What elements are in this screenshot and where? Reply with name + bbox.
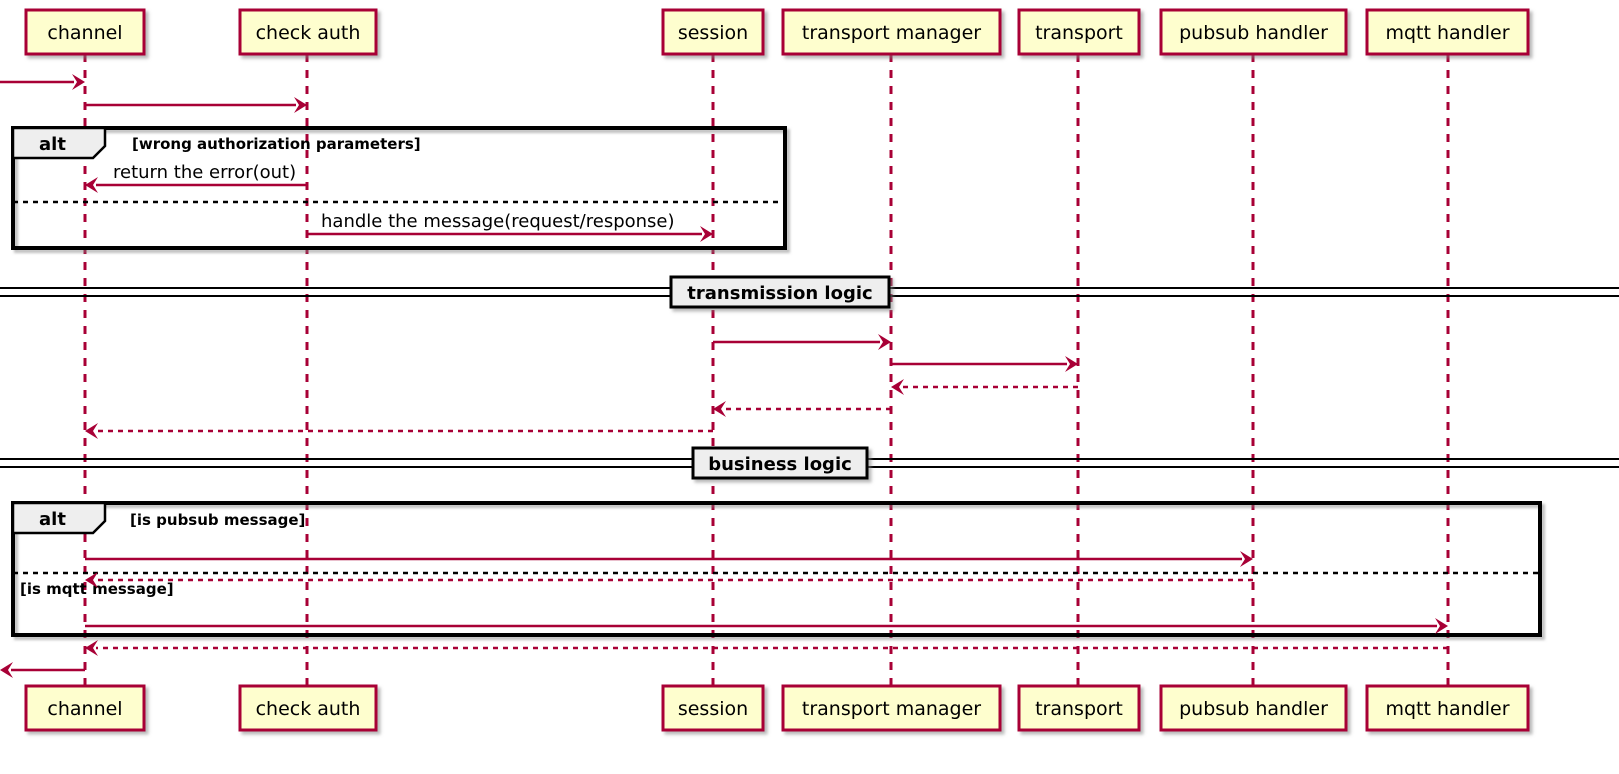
- fragment-condition-label: [is pubsub message]: [130, 511, 305, 529]
- participant-box: [238, 8, 378, 56]
- divider-box: [669, 275, 891, 309]
- message-arrowhead: [1240, 551, 1253, 567]
- fragment-condition-label: [wrong authorization parameters]: [132, 135, 421, 153]
- participant-box: [24, 684, 146, 732]
- participant-label: check auth: [256, 22, 361, 44]
- message-m2-channel-to-check_auth[interactable]: [85, 97, 307, 113]
- participant-label: session: [678, 22, 748, 44]
- participant-label: pubsub handler: [1179, 698, 1328, 720]
- fragment-keyword: alt: [39, 134, 66, 155]
- message-arrowhead: [85, 572, 98, 588]
- participant-footer-session[interactable]: session: [661, 684, 765, 732]
- participant-label: transport: [1035, 22, 1123, 44]
- divider-transmission-logic: transmission logic: [0, 275, 1619, 309]
- participant-header-channel[interactable]: channel: [24, 8, 146, 56]
- participant-label: mqtt handler: [1385, 698, 1509, 720]
- message-m5-session-to-transport_manager[interactable]: [713, 334, 891, 350]
- participant-header-pubsub_handler[interactable]: pubsub handler: [1159, 8, 1348, 56]
- dividers-layer: transmission logic business logic: [0, 275, 1619, 480]
- participant-footer-transport[interactable]: transport: [1017, 684, 1141, 732]
- fragment-border: [11, 501, 1542, 637]
- participant-footer-mqtt_handler[interactable]: mqtt handler: [1365, 684, 1530, 732]
- participant-footer-check_auth[interactable]: check auth: [238, 684, 378, 732]
- fragment-alt2: alt [is pubsub message] [is mqtt message]: [11, 501, 1542, 637]
- divider-label: transmission logic: [687, 283, 872, 304]
- participant-header-check_auth[interactable]: check auth: [238, 8, 378, 56]
- participant-header-transport[interactable]: transport: [1017, 8, 1141, 56]
- participant-box: [238, 684, 378, 732]
- participant-label: channel: [47, 22, 122, 44]
- participant-box: [1017, 684, 1141, 732]
- message-m14-channel-to-outside-left[interactable]: [0, 662, 85, 678]
- message-arrowhead: [0, 662, 13, 678]
- fragment-condition-label: [is mqtt message]: [20, 580, 174, 598]
- participants-layer: channel channel check auth check auth sessio…: [24, 8, 1530, 732]
- divider-label: business logic: [708, 454, 852, 475]
- participant-header-transport_manager[interactable]: transport manager: [781, 8, 1002, 56]
- message-arrowhead: [72, 74, 85, 90]
- message-label: return the error(out): [113, 162, 296, 183]
- message-label: handle the message(request/response): [321, 211, 675, 232]
- message-m9-session-to-channel[interactable]: [85, 423, 713, 439]
- message-m12-channel-to-mqtt_handler[interactable]: [85, 618, 1448, 634]
- participant-box: [1159, 8, 1348, 56]
- message-arrowhead: [1065, 356, 1078, 372]
- fragment-tab: [11, 126, 107, 160]
- message-arrowhead: [878, 334, 891, 350]
- participant-label: transport manager: [802, 22, 981, 44]
- participant-label: transport manager: [802, 698, 981, 720]
- participant-header-mqtt_handler[interactable]: mqtt handler: [1365, 8, 1530, 56]
- messages-layer: return the error(out) handle the message(…: [0, 74, 1448, 678]
- participant-box: [781, 684, 1002, 732]
- fragments-layer: alt [wrong authorization parameters] alt [i…: [11, 126, 1542, 637]
- message-m7-transport-to-transport_manager[interactable]: [891, 379, 1078, 395]
- participant-footer-transport_manager[interactable]: transport manager: [781, 684, 1002, 732]
- participant-box: [24, 8, 146, 56]
- fragment-keyword: alt: [39, 509, 66, 530]
- participant-box: [1159, 684, 1348, 732]
- message-arrowhead: [891, 379, 904, 395]
- participant-label: check auth: [256, 698, 361, 720]
- message-m11-pubsub_handler-to-channel[interactable]: [85, 572, 1253, 588]
- message-arrowhead: [85, 423, 98, 439]
- participant-box: [781, 8, 1002, 56]
- message-m10-channel-to-pubsub_handler[interactable]: [85, 551, 1253, 567]
- participant-label: channel: [47, 698, 122, 720]
- message-arrowhead: [85, 177, 98, 193]
- message-arrowhead: [294, 97, 307, 113]
- participant-box: [661, 684, 765, 732]
- fragment-tab: [11, 501, 107, 535]
- participant-box: [1365, 684, 1530, 732]
- message-m6-transport_manager-to-transport[interactable]: [891, 356, 1078, 372]
- participant-box: [1365, 8, 1530, 56]
- participant-header-session[interactable]: session: [661, 8, 765, 56]
- divider-business-logic: business logic: [0, 446, 1619, 480]
- message-arrowhead: [1435, 618, 1448, 634]
- participant-label: session: [678, 698, 748, 720]
- message-m13-mqtt_handler-to-channel[interactable]: [85, 640, 1448, 656]
- message-arrowhead: [713, 401, 726, 417]
- participant-label: transport: [1035, 698, 1123, 720]
- participant-footer-channel[interactable]: channel: [24, 684, 146, 732]
- participant-box: [661, 8, 765, 56]
- participant-label: pubsub handler: [1179, 22, 1328, 44]
- fragment-alt1: alt [wrong authorization parameters]: [11, 126, 787, 250]
- message-arrowhead: [700, 226, 713, 242]
- message-m3-check_auth-to-channel[interactable]: return the error(out): [85, 162, 307, 193]
- message-arrowhead: [85, 640, 98, 656]
- participant-box: [1017, 8, 1141, 56]
- participant-label: mqtt handler: [1385, 22, 1509, 44]
- fragment-border: [11, 126, 787, 250]
- message-m8-transport_manager-to-session[interactable]: [713, 401, 891, 417]
- participant-footer-pubsub_handler[interactable]: pubsub handler: [1159, 684, 1348, 732]
- message-m4-check_auth-to-session[interactable]: handle the message(request/response): [307, 211, 713, 242]
- divider-box: [691, 446, 869, 480]
- message-m1-outside-left-to-channel[interactable]: [0, 74, 85, 90]
